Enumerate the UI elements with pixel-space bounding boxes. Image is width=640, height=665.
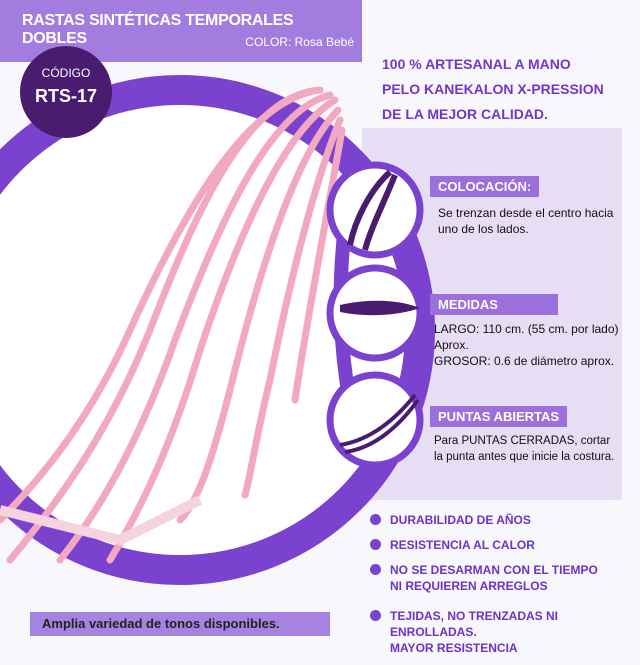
benefit-item: DURABILIDAD DE AÑOS: [370, 512, 640, 528]
puntas-image: [326, 371, 424, 469]
product-illustration: [0, 75, 435, 585]
tagline: 100 % ARTESANAL A MANO PELO KANEKALON X-…: [382, 52, 604, 127]
code-label: CÓDIGO: [41, 66, 91, 80]
benefit-text: MAYOR RESISTENCIA: [390, 641, 518, 655]
benefit-text: RESISTENCIA AL CALOR: [390, 538, 535, 552]
benefit-item: RESISTENCIA AL CALOR: [370, 537, 640, 553]
section-text: LARGO: 110 cm. (55 cm. por lado) Aprox.: [434, 322, 619, 352]
tagline-line: 100 % ARTESANAL A MANO: [382, 56, 571, 72]
section-heading: MEDIDAS: [430, 294, 558, 315]
benefit-item: NO SE DESARMAN CON EL TIEMPO NI REQUIEREN…: [370, 562, 640, 594]
code-badge: CÓDIGO RTS-17: [20, 46, 112, 138]
section-text: Para PUNTAS CERRADAS, cortar la punta an…: [434, 435, 615, 463]
section-medidas: MEDIDAS LARGO: 110 cm. (55 cm. por lado)…: [430, 294, 620, 369]
footer-caption: Amplia variedad de tonos disponibles.: [30, 612, 330, 636]
benefit-text: NI REQUIEREN ARREGLOS: [390, 579, 548, 593]
section-text: Se trenzan desde el centro hacia uno de …: [438, 206, 614, 236]
ring-interior: [0, 105, 405, 555]
benefits-list: DURABILIDAD DE AÑOS RESISTENCIA AL CALOR…: [370, 512, 640, 665]
section-heading: PUNTAS ABIERTAS: [430, 406, 568, 427]
benefit-text: TEJIDAS, NO TRENZADAS NI ENROLLADAS.: [390, 609, 559, 639]
code-value: RTS-17: [34, 86, 97, 106]
benefit-text: NO SE DESARMAN CON EL TIEMPO: [390, 563, 598, 577]
section-puntas: PUNTAS ABIERTAS Para PUNTAS CERRADAS, co…: [430, 406, 620, 465]
colocacion-image: [326, 161, 424, 259]
product-color: COLOR: Rosa Bebé: [245, 35, 354, 49]
bullet-icon: [370, 539, 381, 550]
section-text: GROSOR: 0.6 de diámetro aprox.: [434, 354, 615, 368]
bullet-icon: [370, 514, 381, 525]
pink-dreads: [0, 86, 346, 564]
product-title: RASTAS SINTÉTICAS TEMPORALES DOBLES: [22, 12, 294, 47]
section-heading: COLOCACIÓN:: [430, 176, 540, 197]
detail-circles: [326, 148, 424, 469]
benefit-text: DURABILIDAD DE AÑOS: [390, 513, 531, 527]
bullet-icon: [370, 564, 381, 575]
bullet-icon: [370, 610, 381, 621]
section-colocacion: COLOCACIÓN: Se trenzan desde el centro h…: [430, 176, 620, 237]
benefit-item: TEJIDAS, NO TRENZADAS NI ENROLLADAS. MAYO…: [370, 608, 640, 656]
tagline-line: DE LA MEJOR CALIDAD.: [382, 106, 548, 122]
tagline-line: PELO KANEKALON X-PRESSION: [382, 81, 604, 97]
